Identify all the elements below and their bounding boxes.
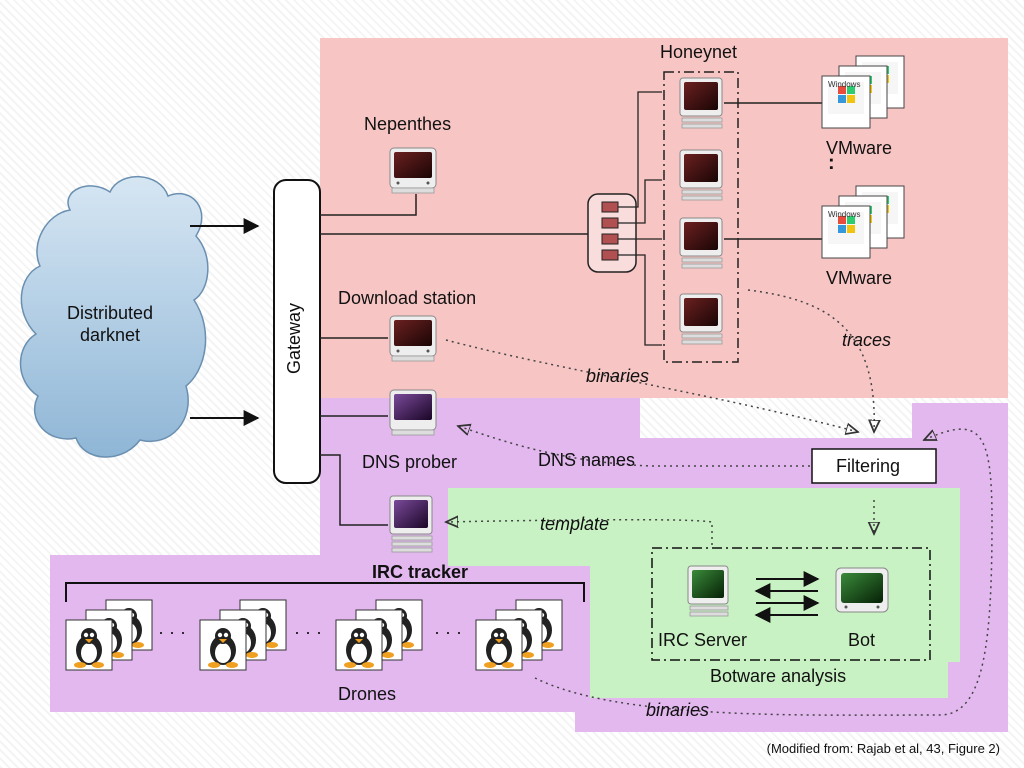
drones-label: Drones [338, 684, 397, 704]
binaries-bottom-label: binaries [646, 700, 710, 720]
windows-text-top: Windows [828, 80, 861, 89]
download-station-label: Download station [338, 288, 477, 308]
bot-label: Bot [848, 630, 876, 650]
irc-server-computer [687, 565, 729, 617]
botware-box [651, 547, 931, 661]
template-label: template [540, 514, 610, 534]
honeynet-computer-4 [679, 293, 723, 345]
traces-label: traces [842, 330, 892, 350]
vmware-label-top: VMware [826, 138, 893, 158]
nepenthes-label: Nepenthes [364, 114, 452, 134]
drones-bracket [65, 582, 585, 602]
irc-tracker-computer [389, 495, 433, 553]
dns-names-label: DNS names [538, 450, 636, 470]
honeynet-label: Honeynet [660, 42, 738, 62]
drone-ellipsis-2: · · · [294, 622, 322, 642]
switch [587, 91, 662, 346]
drone-ellipsis-3: · · · [434, 622, 462, 642]
dns-prober-label: DNS prober [362, 452, 458, 472]
gateway-label-text: Gateway [284, 302, 304, 374]
irc-server-label: IRC Server [658, 630, 748, 650]
filtering-label: Filtering [836, 456, 901, 476]
vmware-ellipsis: : [828, 152, 835, 174]
honeynet-computer-3 [679, 217, 723, 269]
nepenthes-computer [389, 147, 437, 194]
honeynet-computer-2 [679, 149, 723, 201]
botware-label: Botware analysis [710, 666, 847, 686]
vmware-label-bottom: VMware [826, 268, 893, 288]
filtering-box [811, 448, 937, 484]
darknet-label: Distributed darknet [66, 303, 154, 345]
irc-tracker-label: IRC tracker [372, 562, 469, 582]
darknet-cloud [19, 176, 209, 458]
binaries-label: binaries [586, 366, 650, 386]
bot-computer [835, 567, 889, 613]
windows-text-bottom: Windows [828, 210, 861, 219]
honeynet-computer-1 [679, 77, 723, 129]
citation: (Modified from: Rajab et al, 43, Figure … [766, 741, 1000, 756]
honeynet-box [663, 71, 739, 363]
drone-ellipsis-1: · · · [158, 622, 186, 642]
dns-prober-computer [389, 389, 437, 436]
download-station-computer [389, 315, 437, 362]
gateway-box [273, 179, 321, 484]
irc-bot-arrows [754, 571, 820, 623]
